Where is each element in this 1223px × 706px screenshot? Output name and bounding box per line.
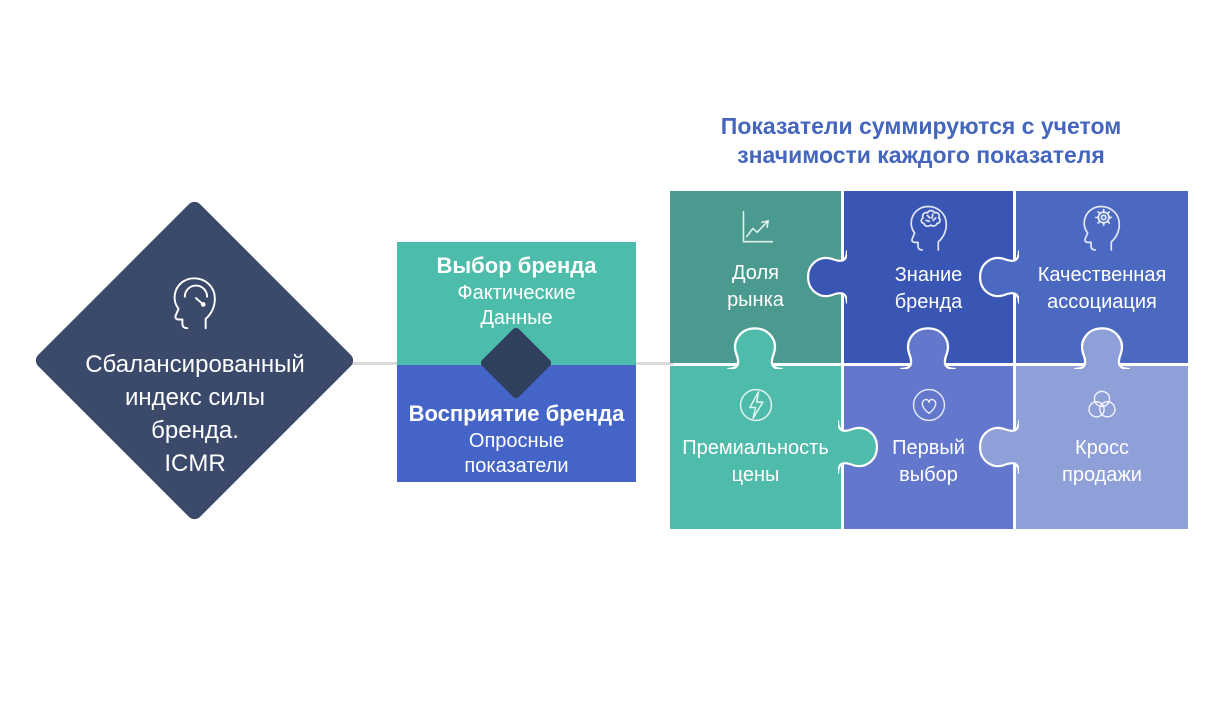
piece-label: Кросс продажи	[1062, 437, 1142, 486]
brand-perception-block: Восприятие бренда Опросные показатели	[397, 365, 636, 482]
puzzle-knob-left	[978, 250, 1019, 304]
data-sources-box: Выбор бренда Фактические Данные Восприят…	[397, 242, 636, 482]
puzzle-knob-right	[838, 420, 879, 474]
gear-in-head-icon	[1083, 205, 1121, 251]
gauge-in-head-icon	[173, 277, 216, 330]
brand-index-diamond-content: Сбалансированный индекс силы бренда. ICM…	[65, 272, 325, 480]
brand-choice-subtitle: Фактические Данные	[457, 282, 576, 329]
piece-label: Премиальность цены	[682, 437, 829, 486]
lightning-circle-icon	[739, 388, 772, 422]
piece-label: Доля рынка	[727, 262, 784, 311]
piece-label: Первый выбор	[892, 437, 965, 486]
brand-perception-title: Восприятие бренда	[408, 401, 625, 426]
venn-circles-icon	[1088, 390, 1116, 418]
brand-choice-title: Выбор бренда	[436, 253, 597, 278]
puzzle-grid: Доля рынка Знание бренда	[670, 191, 1188, 529]
puzzle-title-line: Показатели суммируются с учетом	[720, 113, 1122, 139]
piece-label: Качественная ассоциация	[1037, 264, 1167, 313]
puzzle-knob-up	[1074, 327, 1130, 369]
puzzle-title-line: значимости каждого показателя	[737, 142, 1105, 168]
diamond-text-line: индекс силы	[124, 384, 266, 411]
piece-label: Знание бренда	[894, 264, 963, 313]
diamond-text-line: ICMR	[164, 450, 226, 477]
brain-in-head-icon	[909, 205, 947, 251]
heart-circle-icon	[912, 388, 945, 422]
puzzle-knob-up	[900, 327, 956, 369]
diamond-text-line: Сбалансированный	[85, 351, 305, 378]
puzzle-title: Показатели суммируются с учетом значимос…	[662, 112, 1180, 170]
puzzle-piece-price-premium: Премиальность цены	[670, 366, 841, 529]
puzzle-knob-left	[978, 420, 1019, 474]
puzzle-knob-left	[806, 250, 847, 304]
diamond-text-line: бренда.	[151, 417, 239, 444]
puzzle-knob-up	[727, 327, 783, 369]
brand-perception-subtitle: Опросные показатели	[464, 430, 569, 477]
line-chart-icon	[742, 210, 773, 243]
puzzle-piece-cross-sales: Кросс продажи	[1016, 366, 1188, 529]
